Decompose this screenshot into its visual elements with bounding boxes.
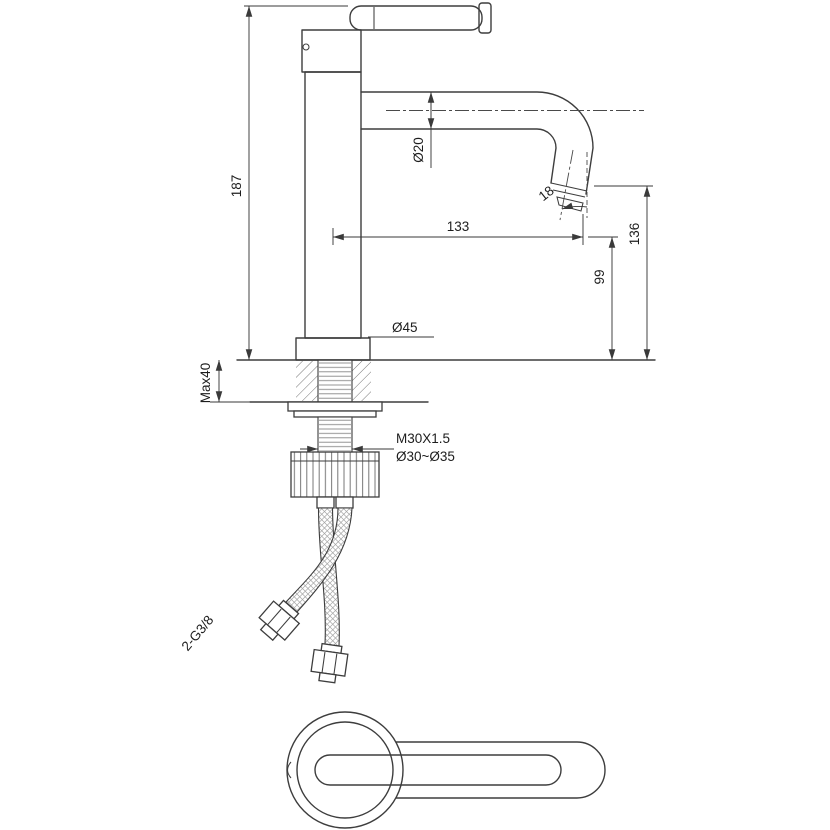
fitting-hex-nut bbox=[310, 648, 349, 677]
outlet-face-line bbox=[550, 182, 588, 192]
seal-washer bbox=[287, 401, 383, 412]
body-column bbox=[304, 71, 362, 339]
dimensions: 187 Ø20 18 133 99 136 bbox=[179, 5, 653, 654]
angle-arc bbox=[561, 202, 588, 210]
shank-thread-texture-upper bbox=[319, 361, 351, 401]
dim-max-deck-thickness: Max40 bbox=[198, 359, 252, 404]
dim-label-spout-reach: 133 bbox=[447, 219, 470, 234]
spout-outer-edge bbox=[360, 91, 594, 195]
countertop-section bbox=[236, 359, 656, 403]
dim-label-spout-angle: 18 bbox=[536, 183, 557, 204]
dim-label-hose-thread: 2-G3/8 bbox=[179, 612, 217, 653]
base-outer-circle bbox=[286, 711, 404, 829]
lever-outline bbox=[395, 741, 606, 799]
hex-flat-line bbox=[276, 616, 291, 634]
outlet-ring-line bbox=[552, 189, 586, 198]
dim-label-spout-diameter: Ø20 bbox=[411, 137, 426, 163]
dim-label-outlet-height: 136 bbox=[627, 223, 642, 246]
dim-hose-thread: 2-G3/8 bbox=[179, 612, 217, 653]
dim-spout-angle: 18 bbox=[536, 183, 588, 210]
base-inner-circle bbox=[296, 721, 394, 819]
metal-washer bbox=[293, 410, 377, 418]
hex-flat-line bbox=[333, 653, 338, 675]
fitting-tip bbox=[259, 622, 279, 642]
dim-spout-diameter: Ø20 bbox=[411, 91, 435, 168]
counter-hatch-left bbox=[296, 361, 318, 401]
dim-label-hole-range: Ø30~Ø35 bbox=[396, 449, 455, 464]
dim-spout-reach: 133 bbox=[332, 214, 584, 245]
dim-label-total-height: 187 bbox=[229, 175, 244, 198]
top-view bbox=[286, 711, 606, 829]
hose-port-left bbox=[316, 496, 335, 509]
dim-label-max-deck: Max40 bbox=[198, 363, 213, 404]
dim-label-clearance-height: 99 bbox=[592, 269, 607, 284]
dim-base-diameter: Ø45 bbox=[368, 320, 434, 338]
supply-hoses bbox=[258, 507, 353, 684]
base-flange bbox=[295, 337, 371, 361]
faucet-handle-lever bbox=[301, 2, 492, 73]
spout-inner-edge bbox=[360, 128, 557, 184]
counter-hatch-right bbox=[352, 361, 371, 401]
cartridge-housing bbox=[301, 29, 362, 73]
lever-slot bbox=[314, 754, 562, 786]
hose-port-right bbox=[335, 496, 354, 509]
hex-flat-line bbox=[267, 608, 282, 626]
hose-fitting-left bbox=[258, 599, 301, 642]
faucet-spout bbox=[360, 91, 594, 212]
dim-label-thread-spec: M30X1.5 bbox=[396, 431, 450, 446]
mounting-hardware bbox=[287, 401, 383, 509]
fitting-tip bbox=[318, 671, 337, 684]
centerlines bbox=[386, 110, 644, 221]
lever-bar bbox=[349, 5, 483, 31]
set-screw bbox=[302, 43, 310, 51]
set-screw-detail bbox=[286, 761, 292, 779]
dim-total-height: 187 bbox=[229, 5, 348, 361]
dim-outlet-height: 136 bbox=[594, 185, 653, 361]
side-view bbox=[236, 2, 656, 684]
dim-shank-thread: M30X1.5 Ø30~Ø35 bbox=[300, 431, 455, 464]
faucet-body bbox=[295, 71, 371, 361]
aerator-tip bbox=[556, 196, 584, 212]
hose-fitting-right bbox=[310, 642, 349, 684]
hex-flat-line bbox=[321, 652, 326, 673]
dim-label-base-diameter: Ø45 bbox=[392, 320, 418, 335]
lever-end-cap bbox=[478, 2, 492, 34]
shank-thread-texture-lower bbox=[319, 418, 351, 451]
mounting-nut bbox=[290, 451, 380, 498]
dim-clearance-height: 99 bbox=[588, 236, 618, 361]
